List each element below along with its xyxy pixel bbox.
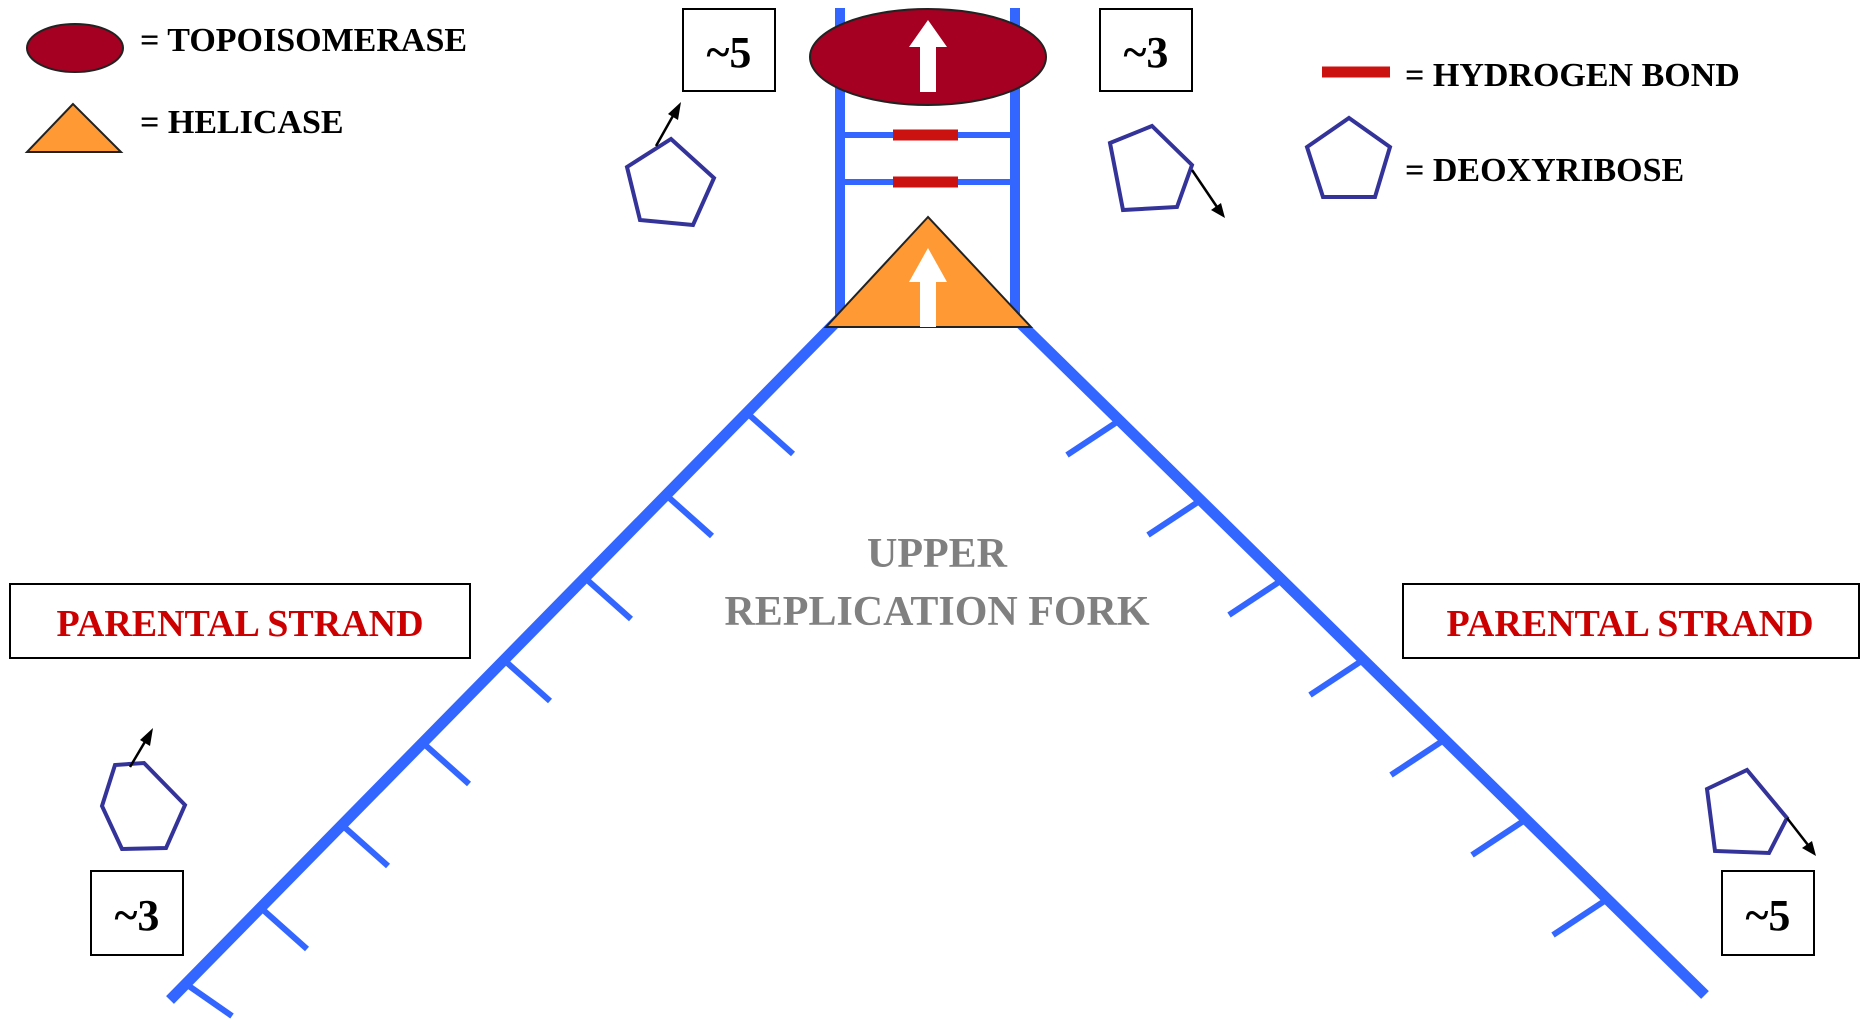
- end-label-text: ~5: [707, 28, 752, 77]
- up-arrow-icon: [909, 248, 947, 327]
- legend-deoxyribose-label: = DEOXYRIBOSE: [1405, 152, 1684, 189]
- deoxyribose-bottom-left: [99, 728, 188, 852]
- arrow-icon: [1190, 169, 1219, 208]
- parental-strand-label-text: PARENTAL STRAND: [1446, 603, 1813, 645]
- right-strand-base: [1227, 577, 1284, 618]
- arrowhead-icon: [140, 728, 153, 746]
- deoxyribose-pentagon-icon: [1107, 123, 1195, 213]
- legend-hydrogen-bond-label: = HYDROGEN BOND: [1405, 57, 1740, 94]
- left-parental-strand: [166, 314, 844, 1019]
- left-strand-base: [421, 740, 471, 787]
- deoxyribose-top-right: [1107, 123, 1225, 218]
- fork-label-line1: UPPER: [867, 531, 1008, 577]
- arrowhead-icon: [1802, 841, 1816, 856]
- end-label-text: ~5: [1746, 891, 1791, 940]
- fork-label-line2: REPLICATION FORK: [724, 589, 1149, 635]
- legend: = TOPOISOMERASE = HELICASE = HYDROGEN BO…: [24, 22, 1740, 199]
- deoxyribose-top-left: [624, 102, 717, 228]
- right-strand-base: [1470, 817, 1527, 858]
- helicase-legend-icon: [24, 102, 124, 153]
- right-strand-base: [1389, 737, 1446, 778]
- deoxyribose-legend-icon: [1304, 115, 1393, 199]
- end-label-top-right: ~3: [1099, 8, 1193, 92]
- legend-helicase-label: = HELICASE: [140, 104, 344, 141]
- left-strand-base: [340, 822, 390, 869]
- end-label-text: ~3: [1124, 28, 1169, 77]
- parental-strand-label-left: PARENTAL STRAND: [9, 583, 471, 659]
- legend-topoisomerase-label: = TOPOISOMERASE: [140, 22, 467, 59]
- parental-strand-label-text: PARENTAL STRAND: [56, 603, 423, 645]
- right-strand-base: [1065, 417, 1122, 458]
- deoxyribose-pentagon-icon: [1704, 767, 1790, 856]
- right-strand-base: [1551, 897, 1608, 938]
- right-strand-base: [1146, 497, 1203, 538]
- right-strand-backbone: [1011, 314, 1709, 999]
- fork-label: UPPER REPLICATION FORK: [724, 531, 1149, 635]
- left-strand-base: [745, 410, 795, 457]
- end-label-top-left: ~5: [682, 8, 776, 92]
- left-strand-base: [259, 905, 309, 952]
- deoxyribose-pentagon-icon: [624, 136, 717, 228]
- arrow-icon: [1786, 817, 1809, 846]
- parental-strand-label-right: PARENTAL STRAND: [1402, 583, 1860, 659]
- topoisomerase-legend-icon: [26, 23, 124, 73]
- end-label-bottom-left: ~3: [90, 870, 184, 956]
- right-strand-base: [1308, 657, 1365, 698]
- deoxyribose-pentagon-icon: [99, 760, 188, 852]
- topoisomerase: [809, 8, 1047, 106]
- arrowhead-icon: [668, 102, 681, 120]
- left-strand-base: [502, 657, 552, 704]
- left-strand-base: [583, 575, 633, 622]
- right-parental-strand: [1011, 314, 1709, 999]
- left-strand-base: [664, 492, 714, 539]
- deoxyribose-bottom-right: [1704, 767, 1816, 856]
- end-label-text: ~3: [115, 891, 160, 940]
- up-arrow-icon: [909, 20, 947, 92]
- end-label-bottom-right: ~5: [1721, 870, 1815, 956]
- helicase: [823, 215, 1034, 328]
- arrow-icon: [128, 739, 148, 768]
- arrow-icon: [654, 113, 676, 147]
- arrowhead-icon: [1211, 203, 1225, 218]
- left-strand-base: [184, 981, 234, 1019]
